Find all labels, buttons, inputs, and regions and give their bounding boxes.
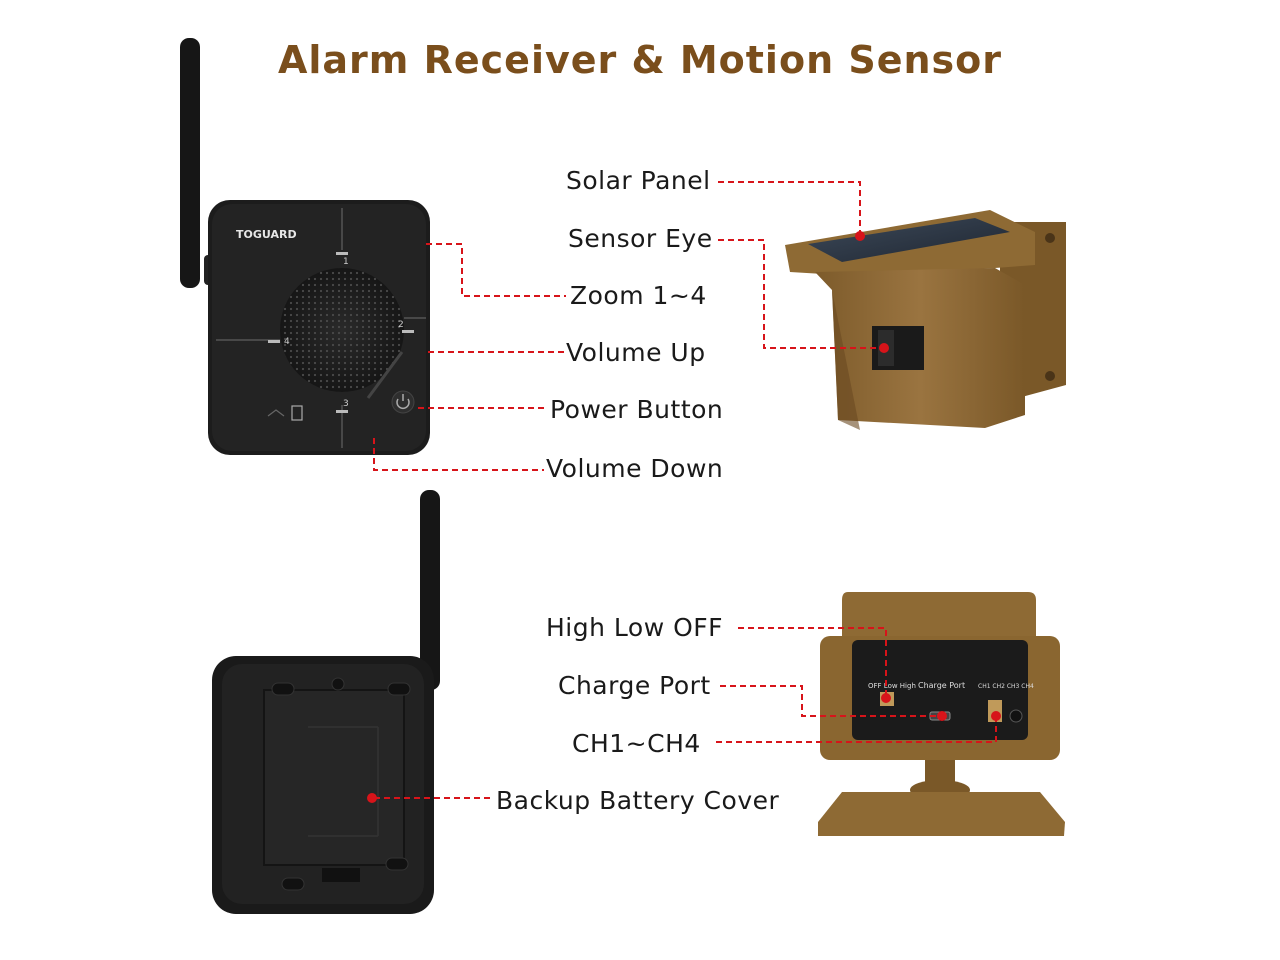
leader-ch1-ch4 — [716, 718, 997, 743]
leader-volume-down — [373, 438, 544, 471]
zone-number-4: 4 — [284, 337, 290, 347]
label-volume-up: Volume Up — [566, 338, 706, 367]
zone-number-3: 3 — [343, 399, 349, 409]
power-button-shape — [391, 390, 415, 414]
label-high-low-off: High Low OFF — [546, 613, 724, 642]
zone-led-3 — [336, 410, 348, 413]
motion-sensor-front — [785, 210, 1066, 430]
leader-sensor-eye — [718, 239, 884, 349]
switch-label-power: OFF Low High — [868, 682, 916, 690]
label-solar-panel: Solar Panel — [566, 166, 711, 195]
channel-switch-label: CH1 CH2 CH3 CH4 — [978, 683, 1034, 690]
zone-led-2 — [402, 330, 414, 333]
label-ch1-ch4: CH1~CH4 — [572, 729, 701, 758]
zone-number-2: 2 — [398, 320, 404, 330]
solar-panel-shape — [808, 218, 1010, 262]
label-charge-port: Charge Port — [558, 671, 711, 700]
lock-icon — [291, 405, 303, 421]
label-sensor-eye: Sensor Eye — [568, 224, 713, 253]
leader-lines — [373, 181, 997, 799]
label-backup-battery-cover: Backup Battery Cover — [496, 786, 780, 815]
leader-charge-port — [720, 685, 942, 717]
zone-led-4 — [268, 340, 280, 343]
signal-icon — [267, 409, 285, 417]
leader-solar-panel — [718, 181, 861, 235]
receiver-front: TOGUARD 1 2 3 4 — [180, 38, 430, 455]
receiver-back — [212, 490, 440, 914]
battery-cover-shape — [263, 689, 405, 866]
label-volume-down: Volume Down — [546, 454, 724, 483]
label-power-button: Power Button — [550, 395, 724, 424]
charge-port-label: Charge Port — [918, 681, 965, 690]
leader-high-low-off — [738, 627, 887, 696]
zone-led-1 — [336, 252, 348, 255]
brand-logo: TOGUARD — [236, 228, 297, 241]
leader-zoom — [426, 243, 566, 297]
zone-number-1: 1 — [343, 257, 349, 267]
leader-dots — [367, 231, 1001, 803]
page-title: Alarm Receiver & Motion Sensor — [277, 38, 1003, 82]
label-zoom: Zoom 1~4 — [570, 281, 707, 310]
